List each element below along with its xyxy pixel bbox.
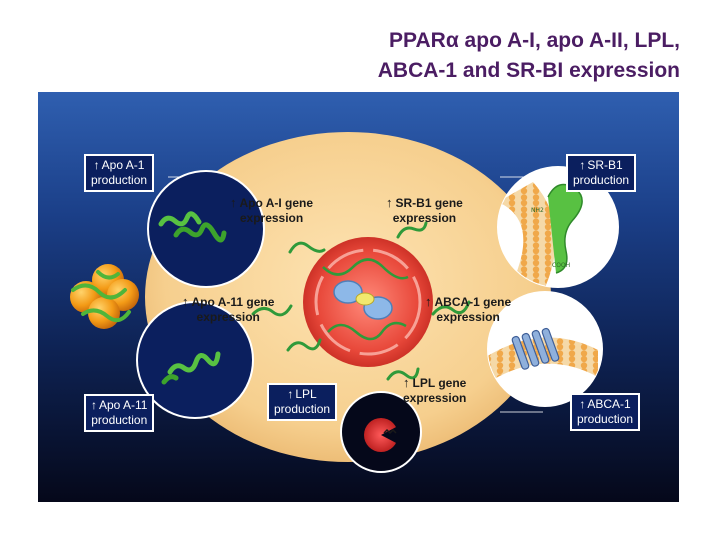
lipoprotein-particle: [70, 264, 139, 329]
up-arrow-icon: ↑: [287, 387, 294, 401]
cooh-label: COOH: [552, 262, 570, 269]
protein-strands: [251, 221, 471, 381]
up-arrow-icon: ↑: [386, 195, 393, 210]
apoa1-production-box: ↑Apo A-1 production: [84, 154, 155, 192]
apoa1-circle: [147, 170, 265, 288]
apoa1-gene-label: ↑Apo A-I gene expression: [230, 195, 314, 225]
up-arrow-icon: ↑: [403, 375, 410, 390]
up-arrow-icon: ↑: [579, 397, 586, 411]
abca1-production-box: ↑ABCA-1 production: [570, 393, 641, 431]
abca1-gene-label: ↑ABCA-1 gene expression: [425, 294, 512, 324]
title-line-2: ABCA-1 and SR-BI expression: [377, 59, 680, 82]
lpl-circle: [340, 391, 422, 473]
cell-diagram: NH2 COOH: [70, 132, 619, 473]
lpl-gene-label: ↑LPL gene expression: [403, 375, 467, 405]
up-arrow-icon: ↑: [425, 294, 432, 309]
srb1-production-box: ↑SR-B1 production: [566, 154, 637, 192]
srb1-circle: NH2 COOH: [497, 166, 619, 288]
nucleus: [303, 237, 433, 367]
lpl-production-box: ↑LPL production: [267, 383, 338, 421]
abca1-circle: [487, 291, 603, 407]
up-arrow-icon: ↑: [579, 158, 586, 172]
slide-title: PPARα apo A-I, apo A-II, LPL, ABCA-1 and…: [378, 26, 680, 86]
apoa2-production-box: ↑Apo A-11 production: [84, 394, 155, 432]
up-arrow-icon: ↑: [91, 398, 97, 412]
title-line-1: PPARα apo A-I, apo A-II, LPL,: [389, 29, 680, 52]
apoa2-circle: [136, 301, 254, 419]
up-arrow-icon: ↑: [93, 158, 100, 172]
diagram-panel: NH2 COOH: [38, 92, 679, 502]
nh2-label: NH2: [531, 207, 544, 214]
apoa2-gene-label: ↑Apo A-11 gene expression: [182, 294, 275, 324]
srb1-gene-label: ↑SR-B1 gene expression: [386, 195, 463, 225]
up-arrow-icon: ↑: [230, 195, 237, 210]
up-arrow-icon: ↑: [182, 294, 189, 309]
